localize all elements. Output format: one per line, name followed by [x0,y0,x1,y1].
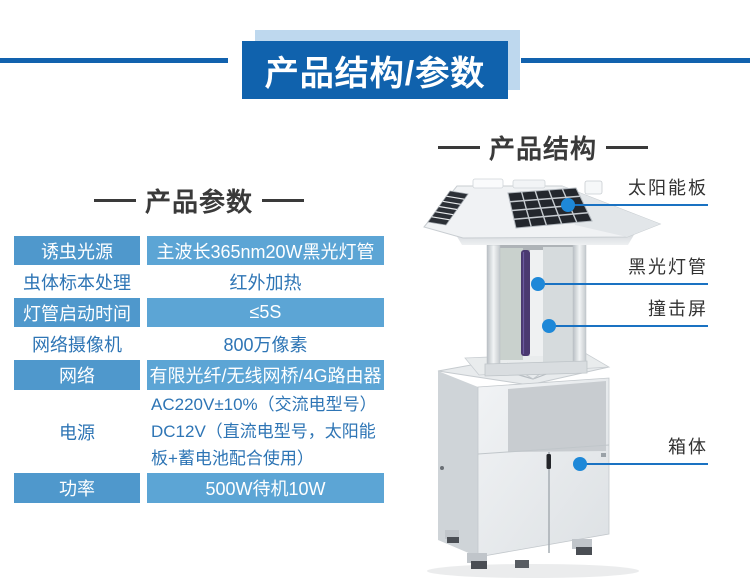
row-value: 500W待机10W [147,473,384,503]
row-label: 电源 [14,390,140,473]
cabinet-feet [445,530,592,569]
table-row: 灯管启动时间 ≤5S [14,298,384,327]
title-dash-left [93,198,136,202]
solar-panel-left [427,190,469,226]
cabinet-recessed-panel [508,381,606,452]
lamp-frame [484,241,588,377]
cabinet [437,355,610,569]
row-label: 网络摄像机 [14,327,140,360]
page-title: 产品结构/参数 [242,41,508,99]
row-label: 虫体标本处理 [14,265,140,298]
callout-cabinet: 箱体 [573,437,708,471]
callout-label: 黑光灯管 [628,257,708,277]
frame-post-left [486,244,501,368]
side-vent-hole [440,466,444,470]
structure-title-text: 产品结构 [489,133,598,164]
row-value: 有限光纤/无线网桥/4G路由器 [147,360,384,390]
row-value: 主波长365nm20W黑光灯管 [147,236,384,265]
blacklight-tube [521,250,530,356]
row-label: 网络 [14,360,140,390]
callout-blacklight-tube: 黑光灯管 [531,257,708,291]
table-row: 虫体标本处理 红外加热 [14,265,384,298]
table-row: 网络摄像机 800万像素 [14,327,384,360]
row-value: AC220V±10%（交流电型号） DC12V（直流电型号，太阳能 板+蓄电池配… [147,390,384,473]
table-row: 诱虫光源 主波长365nm20W黑光灯管 [14,236,384,265]
camera-housing [584,180,603,195]
structure-section-title: 产品结构 [438,133,648,164]
impact-screen [543,247,573,364]
row-label: 灯管启动时间 [14,298,140,327]
ground-shadow [427,564,639,578]
callout-dot [573,457,587,471]
row-label: 诱虫光源 [14,236,140,265]
callout-dot [531,277,545,291]
page-title-text: 产品结构/参数 [264,54,486,93]
callout-label: 撞击屏 [648,299,708,319]
table-row: 电源 AC220V±10%（交流电型号） DC12V（直流电型号，太阳能 板+蓄… [14,390,384,473]
callout-dot [561,198,575,212]
parameters-table: 诱虫光源 主波长365nm20W黑光灯管 虫体标本处理 红外加热 灯管启动时间 … [14,236,384,503]
table-row: 网络 有限光纤/无线网桥/4G路由器 [14,360,384,390]
row-value: 红外加热 [147,265,384,298]
callout-label: 太阳能板 [628,178,708,198]
row-label: 功率 [14,473,140,503]
callout-dot [542,319,556,333]
row-value: 800万像素 [147,327,384,360]
glass-panel-left [500,248,523,360]
callout-impact-screen: 撞击屏 [542,299,708,333]
parameters-section-title: 产品参数 [14,186,384,217]
insect-trap-device-illustration [423,178,662,578]
title-dash-right [262,198,304,202]
title-dash-right [606,145,648,149]
title-dash-left [438,145,480,149]
table-row: 功率 500W待机10W [14,473,384,503]
door-handle [546,454,551,469]
parameters-title-text: 产品参数 [144,186,253,217]
callout-solar-panel: 太阳能板 [561,178,708,212]
callout-label: 箱体 [668,437,708,457]
banner-divider-left [0,58,228,63]
banner-divider-right [521,58,750,63]
row-value: ≤5S [147,298,384,327]
